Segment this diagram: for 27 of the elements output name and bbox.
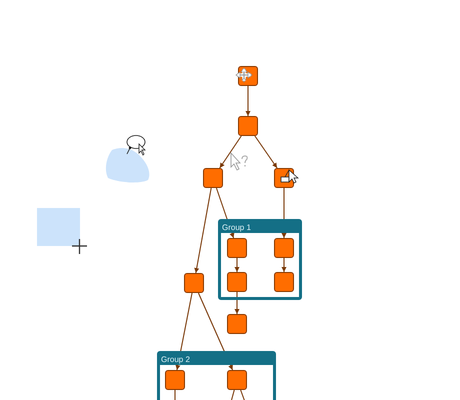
process-box — [227, 272, 247, 292]
arrow — [254, 136, 278, 168]
process-box — [227, 370, 247, 390]
process-box — [184, 273, 204, 293]
process-box — [165, 370, 185, 390]
arrow — [198, 292, 234, 370]
connector-line — [240, 390, 246, 400]
group-container — [157, 351, 276, 400]
process-box — [203, 168, 223, 188]
process-box — [274, 238, 294, 258]
arrow — [234, 292, 240, 314]
group-title: Group 2 — [160, 354, 273, 365]
arrow — [216, 188, 234, 238]
group-container — [218, 219, 302, 300]
arrow — [246, 86, 250, 116]
process-box — [227, 314, 247, 334]
arrow — [219, 136, 242, 168]
process-box — [238, 116, 258, 136]
arrow — [234, 258, 240, 272]
arrow — [282, 258, 286, 272]
arrow — [175, 292, 193, 370]
process-box — [227, 238, 247, 258]
connector-line — [174, 390, 176, 400]
arrow — [194, 188, 212, 274]
group-title: Group 1 — [221, 222, 299, 233]
connector-line — [230, 390, 235, 400]
process-box — [274, 272, 294, 292]
